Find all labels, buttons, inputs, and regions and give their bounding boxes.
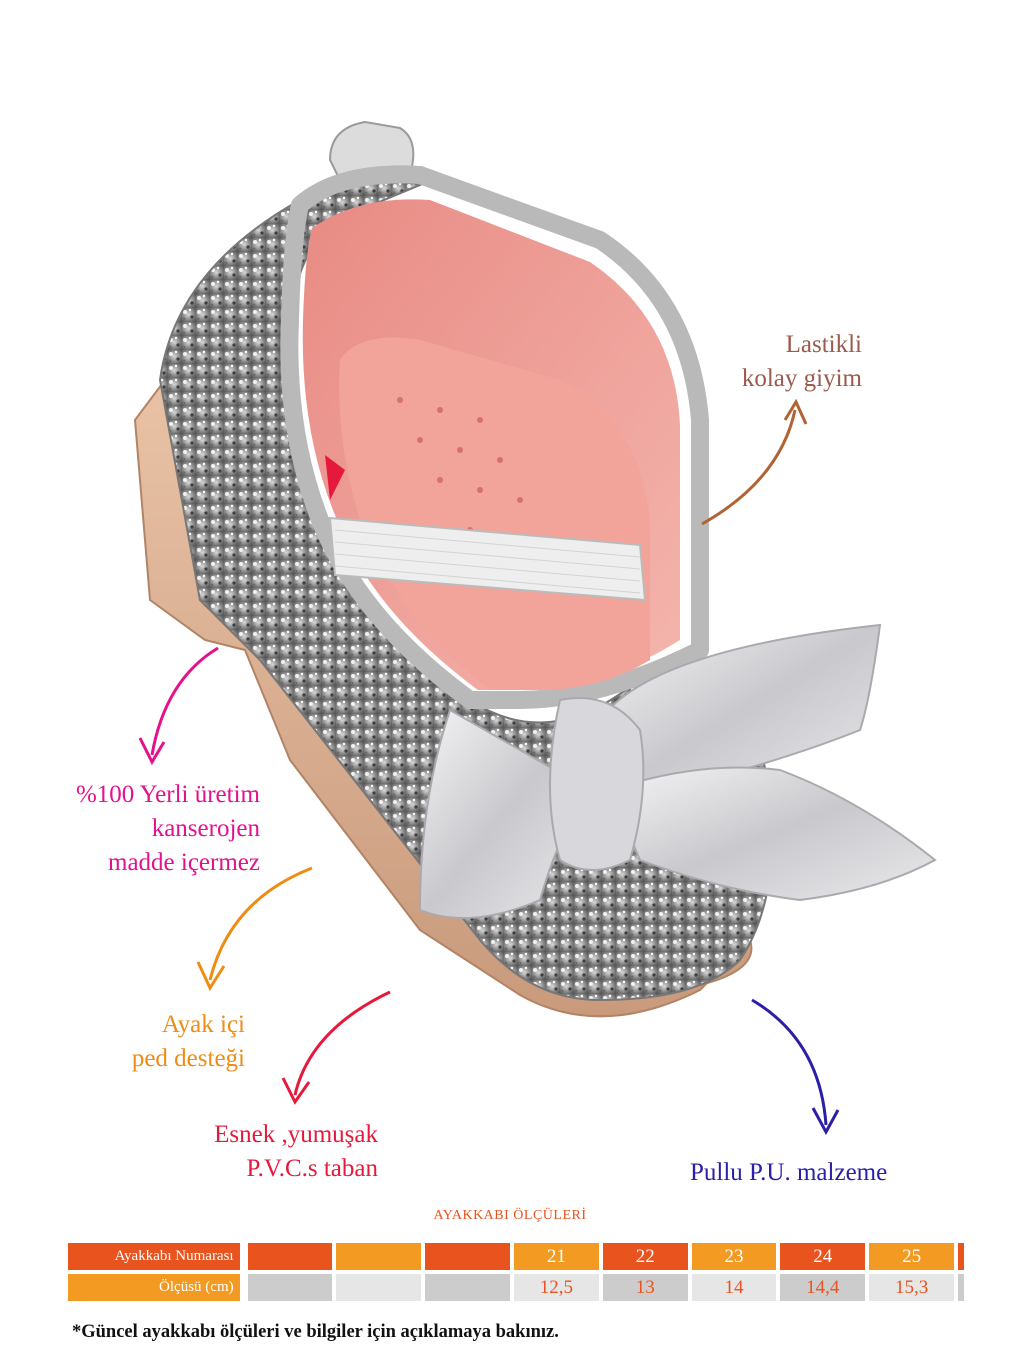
arrow-esnek: [293, 990, 391, 1096]
callout-line: Ayak içi: [161, 1011, 245, 1038]
size-cell: [247, 1243, 333, 1270]
size-cell: [336, 1243, 422, 1270]
length-cell-edge: [957, 1274, 964, 1301]
shoe-illustration: [133, 120, 937, 1136]
callout-line: %100 Yerli üretim: [75, 781, 260, 808]
elastic-strap: [328, 516, 647, 602]
callout-flexible-sole: Esnek ,yumuşak P.V.C.s taban: [170, 1118, 378, 1186]
callout-local-production: %100 Yerli üretim kanserojen madde içerm…: [60, 778, 260, 880]
callout-line: kanserojen: [151, 815, 260, 842]
size-cell: 24: [780, 1243, 866, 1270]
length-cell: 14: [691, 1274, 777, 1301]
callout-line: kolay giyim: [741, 365, 862, 392]
callout-sequin-material: Pullu P.U. malzeme: [690, 1156, 895, 1190]
callout-line: ped desteği: [131, 1045, 245, 1072]
length-cell: [425, 1274, 510, 1301]
length-row-label: Ölçüsü (cm): [68, 1274, 240, 1301]
size-row: Ayakkabı Numarası 21 22 23 24 25: [68, 1243, 968, 1270]
callout-elastic: Lastikli kolay giyim: [700, 328, 862, 396]
silver-collar: [280, 165, 709, 709]
size-row-label: Ayakkabı Numarası: [68, 1243, 240, 1270]
arrow-yerli: [150, 646, 219, 756]
size-cell-edge: [957, 1243, 964, 1270]
size-cell: [425, 1243, 510, 1270]
size-chart: Ayakkabı Numarası 21 22 23 24 25 Ölçüsü …: [68, 1243, 968, 1305]
size-cell: 22: [602, 1243, 688, 1270]
length-cell: 12,5: [514, 1274, 599, 1301]
callout-line: Pullu P.U. malzeme: [690, 1159, 888, 1186]
length-cell: 14,4: [780, 1274, 866, 1301]
arrow-ayak: [208, 866, 313, 981]
insole: [339, 337, 650, 690]
arrow-lastikli: [701, 409, 797, 526]
brand-logo-mark: [325, 455, 345, 500]
callout-line: P.V.C.s taban: [246, 1155, 378, 1182]
arrow-pullu: [751, 998, 828, 1126]
callout-line: Esnek ,yumuşak: [214, 1121, 378, 1148]
callout-insole-support: Ayak içi ped desteği: [80, 1008, 245, 1076]
callout-line: Lastikli: [785, 331, 862, 358]
size-cell: 23: [691, 1243, 777, 1270]
footnote: *Güncel ayakkabı ölçüleri ve bilgiler iç…: [72, 1322, 559, 1342]
length-row: Ölçüsü (cm) 12,5 13 14 14,4 15,3: [68, 1274, 968, 1301]
strap-ribbing: [334, 529, 641, 594]
satin-bow: [418, 623, 937, 919]
length-cell: 15,3: [869, 1274, 954, 1301]
size-cell: 25: [869, 1243, 954, 1270]
size-chart-title: AYAKKABI ÖLÇÜLERİ: [433, 1208, 587, 1223]
size-cell: 21: [514, 1243, 599, 1270]
length-cell: [336, 1274, 422, 1301]
length-cell: 13: [602, 1274, 688, 1301]
callout-line: madde içermez: [108, 849, 260, 876]
length-cell: [247, 1274, 333, 1301]
